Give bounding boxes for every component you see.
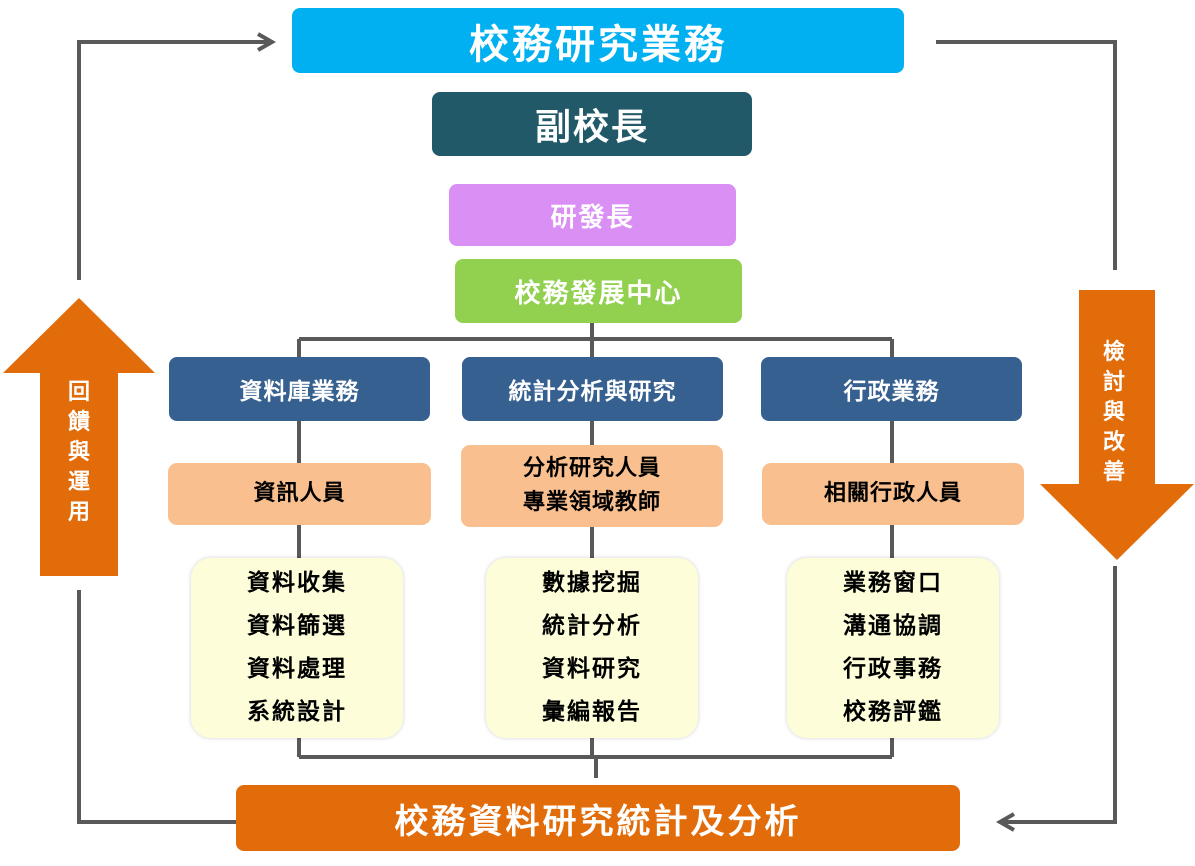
department-box-administration: 行政業務 — [761, 357, 1022, 421]
loop-bottom-left — [77, 590, 236, 824]
task-item: 業務窗口 — [843, 570, 943, 596]
staff-box-database: 資訊人員 — [168, 463, 431, 525]
task-item: 行政事務 — [843, 656, 943, 682]
task-item: 校務評鑑 — [843, 699, 943, 725]
left-up-arrow — [3, 298, 155, 576]
left-arrow-char: 饋 — [67, 410, 90, 435]
staff-label: 資訊人員 — [253, 481, 346, 506]
staff-box-administration: 相關行政人員 — [762, 463, 1024, 525]
branch-line — [297, 323, 894, 357]
top-title: 校務研究業務 — [469, 21, 727, 68]
staff-label: 分析研究人員 — [522, 456, 661, 481]
department-title: 資料庫業務 — [239, 379, 360, 405]
task-item: 資料篩選 — [247, 613, 347, 639]
staff-label: 專業領域教師 — [522, 490, 661, 515]
task-item: 資料處理 — [247, 656, 347, 682]
loop-bottom-right-arrowhead — [995, 812, 1015, 832]
left-arrow-char: 用 — [67, 500, 90, 525]
left-arrow-char: 回 — [67, 380, 90, 405]
left-arrow-label: 回 饋 與 運 用 — [59, 378, 99, 528]
bottom-bracket — [299, 755, 892, 778]
loop-top-right — [936, 40, 1117, 270]
tasks-box-administration: 業務窗口 溝通協調 行政事務 校務評鑑 — [787, 558, 999, 738]
department-title: 統計分析與研究 — [508, 379, 677, 405]
left-arrow-char: 與 — [67, 440, 90, 465]
right-arrow-char: 檢 — [1102, 340, 1125, 365]
staff-box-statistics: 分析研究人員 專業領域教師 — [461, 445, 723, 527]
right-down-arrow — [1040, 290, 1194, 560]
department-box-statistics: 統計分析與研究 — [462, 357, 723, 421]
task-item: 資料收集 — [247, 570, 347, 596]
right-arrow-char: 改 — [1102, 430, 1125, 455]
task-item: 彙編報告 — [542, 699, 642, 725]
development-center-label: 校務發展中心 — [514, 278, 683, 309]
department-title: 行政業務 — [843, 379, 940, 405]
loop-top-left — [77, 40, 272, 280]
loop-top-left-arrowhead — [257, 32, 277, 52]
right-arrow-char: 討 — [1102, 370, 1125, 395]
task-item: 數據挖掘 — [542, 570, 642, 596]
bottom-title: 校務資料研究統計及分析 — [394, 801, 802, 842]
rd-dean-label: 研發長 — [550, 202, 635, 233]
task-item: 統計分析 — [542, 613, 642, 639]
task-item: 資料研究 — [542, 656, 642, 682]
task-item: 系統設計 — [247, 699, 347, 725]
right-arrow-char: 善 — [1102, 460, 1125, 485]
development-center-box: 校務發展中心 — [455, 259, 742, 323]
top-title-box: 校務研究業務 — [292, 8, 904, 73]
right-arrow-label: 檢 討 與 改 善 — [1094, 338, 1134, 488]
tasks-box-database: 資料收集 資料篩選 資料處理 系統設計 — [191, 558, 403, 738]
loop-bottom-right — [1000, 566, 1117, 824]
department-box-database: 資料庫業務 — [169, 357, 430, 421]
left-arrow-char: 運 — [67, 470, 90, 495]
bottom-title-box: 校務資料研究統計及分析 — [236, 785, 960, 851]
vice-president-box: 副校長 — [432, 92, 752, 156]
task-item: 溝通協調 — [843, 613, 943, 639]
right-arrow-char: 與 — [1102, 400, 1125, 425]
vice-president-label: 副校長 — [534, 107, 649, 148]
staff-label: 相關行政人員 — [823, 481, 962, 506]
tasks-box-statistics: 數據挖掘 統計分析 資料研究 彙編報告 — [486, 558, 698, 738]
rd-dean-box: 研發長 — [449, 184, 736, 246]
